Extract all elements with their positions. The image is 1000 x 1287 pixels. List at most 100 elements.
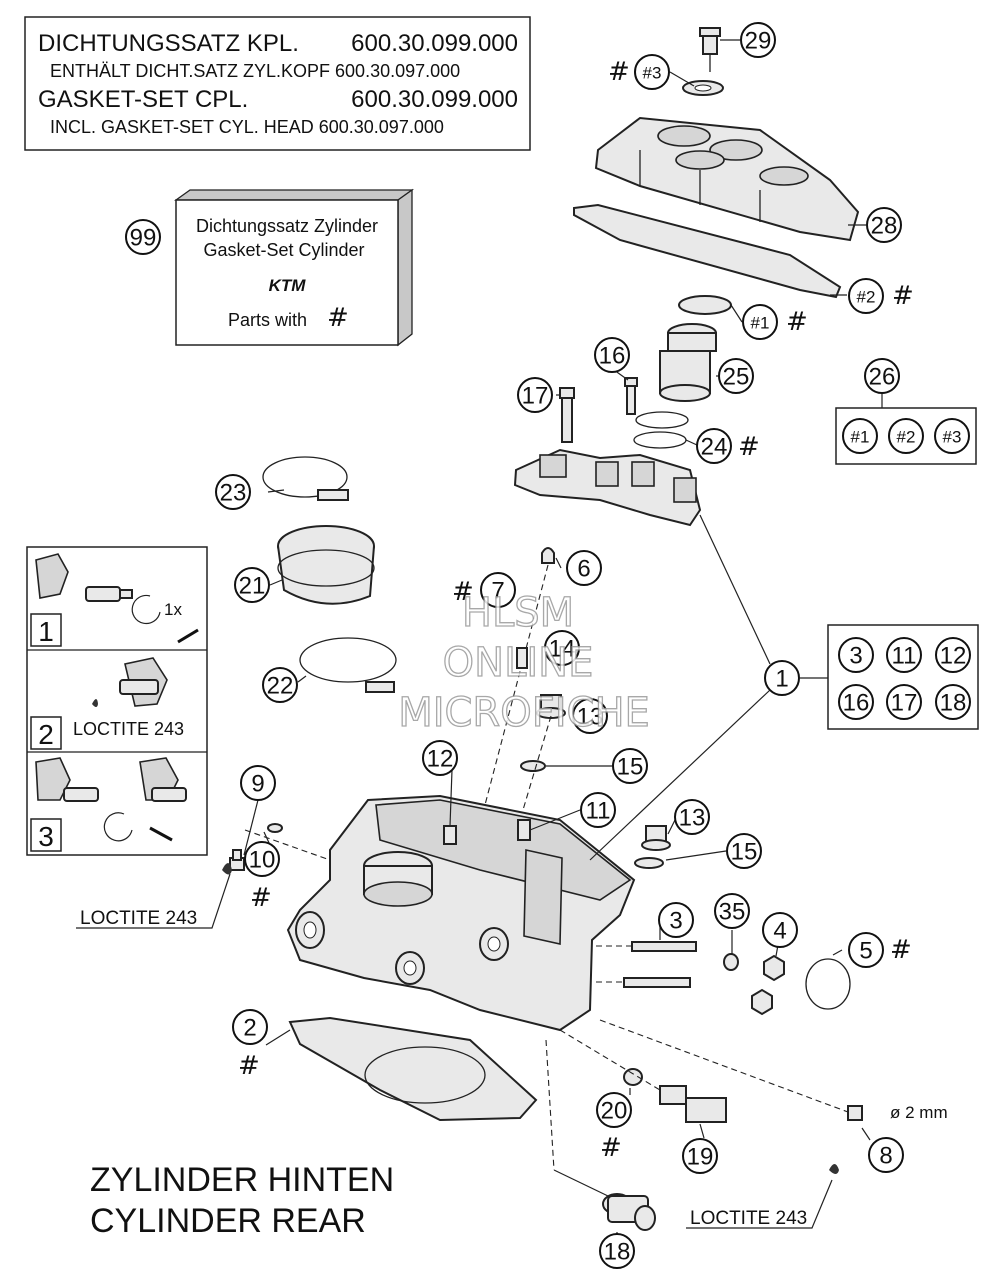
callout-19: 19 xyxy=(682,1138,718,1174)
plug-icon-1 xyxy=(85,586,121,602)
rotate-arrow-icon xyxy=(131,594,161,625)
gasket-line4: INCL. GASKET-SET CYL. HEAD 600.30.097.00… xyxy=(50,117,444,137)
hash-2: # xyxy=(892,281,914,311)
step-2-note: LOCTITE 243 xyxy=(73,719,184,739)
title-line1: ZYLINDER HINTEN xyxy=(90,1161,394,1199)
callout-15-right: 15 xyxy=(726,833,762,869)
svg-text:3: 3 xyxy=(849,643,862,670)
callout-6: 6 xyxy=(566,550,602,586)
callout-5: 5 xyxy=(848,932,884,968)
callout-group-12: 12 xyxy=(935,637,971,673)
svg-text:22: 22 xyxy=(267,673,294,700)
step-3-number: 3 xyxy=(38,821,54,852)
kit-line1: Dichtungssatz Zylinder xyxy=(196,216,378,236)
stud-3 xyxy=(623,941,697,988)
stud-14 xyxy=(516,647,528,669)
svg-text:18: 18 xyxy=(604,1239,631,1266)
step-1-note: 1x xyxy=(164,600,182,619)
nut-4b xyxy=(751,988,773,1016)
svg-text:11: 11 xyxy=(892,643,917,670)
plug-6 xyxy=(541,547,555,564)
plug-tube-25 xyxy=(659,323,717,402)
plug-8 xyxy=(847,1105,863,1121)
washer-20 xyxy=(623,1068,643,1086)
plug-icon-3b xyxy=(151,787,187,802)
svg-text:13: 13 xyxy=(679,805,706,832)
gasket-line1-left: DICHTUNGSSATZ KPL. xyxy=(38,30,299,57)
callout-8: 8 xyxy=(868,1137,904,1173)
cylinder-head xyxy=(286,794,636,1032)
callout-26: 26 xyxy=(864,358,900,394)
hash-2-gasket: # xyxy=(238,1051,260,1081)
svg-text:25: 25 xyxy=(723,364,750,391)
svg-text:12: 12 xyxy=(940,643,967,670)
callout-99: 99 xyxy=(125,219,161,255)
svg-text:2: 2 xyxy=(243,1015,256,1042)
step-2-number: 2 xyxy=(38,719,54,750)
svg-text:3: 3 xyxy=(669,908,682,935)
svg-text:#1: #1 xyxy=(751,314,770,333)
washer-10 xyxy=(267,823,283,833)
cover-gasket-2 xyxy=(573,203,842,299)
callout-24: 24 xyxy=(696,428,732,464)
gasket-line1-right: 600.30.099.000 xyxy=(351,30,518,57)
svg-text:16: 16 xyxy=(843,690,870,717)
svg-text:26: 26 xyxy=(869,364,896,391)
step-panel: 1 1x 2 LOCTITE 243 3 xyxy=(26,546,208,856)
svg-text:#3: #3 xyxy=(943,428,962,447)
svg-text:8: 8 xyxy=(879,1143,892,1170)
intake-rubber-21 xyxy=(277,525,375,605)
callout-14: 14 xyxy=(544,630,580,666)
kit-hash: # xyxy=(327,303,349,333)
washer-35 xyxy=(723,953,739,971)
svg-text:29: 29 xyxy=(745,28,772,55)
callout-group-17: 17 xyxy=(886,684,922,720)
callout-2-hash: #2 xyxy=(848,278,884,314)
callout-29: 29 xyxy=(740,22,776,58)
ktm-logo: KTM xyxy=(269,276,307,295)
callout-11: 11 xyxy=(580,792,616,828)
hose-clamp-23 xyxy=(262,456,349,501)
callout-16-top: 16 xyxy=(594,337,630,373)
svg-text:#3: #3 xyxy=(643,64,662,83)
gasket-line2: ENTHÄLT DICHT.SATZ ZYL.KOPF 600.30.097.0… xyxy=(50,61,460,81)
callout-kit-3: #3 xyxy=(934,418,970,454)
washer-15a xyxy=(520,760,546,772)
watermark-line2: ONLINE xyxy=(443,640,594,686)
callout-21: 21 xyxy=(234,567,270,603)
head-gasket-2 xyxy=(288,1016,538,1122)
loctite-left-label: LOCTITE 243 xyxy=(80,908,197,929)
callout-9: 9 xyxy=(240,765,276,801)
o-ring-24a xyxy=(635,411,689,429)
svg-text:20: 20 xyxy=(601,1098,628,1125)
callout-3: 3 xyxy=(658,902,694,938)
svg-text:#2: #2 xyxy=(897,428,916,447)
nut-13a xyxy=(536,694,566,719)
temp-sensor-19 xyxy=(659,1085,727,1123)
kit-parts-with: Parts with xyxy=(228,310,307,330)
watermark: HLSM ONLINE MICROFICHE xyxy=(398,589,651,736)
callout-1: 1 xyxy=(764,660,800,696)
svg-text:99: 99 xyxy=(130,225,157,252)
kit-box: Dichtungssatz Zylinder Gasket-Set Cylind… xyxy=(173,188,415,347)
callout-7: 7 xyxy=(480,572,516,608)
callout-22: 22 xyxy=(262,667,298,703)
svg-text:7: 7 xyxy=(491,578,504,605)
arrow-icon-1 xyxy=(177,628,199,644)
callout-1-hash: #1 xyxy=(742,304,778,340)
svg-text:5: 5 xyxy=(859,938,872,965)
drop-icon-right xyxy=(829,1164,839,1174)
svg-text:16: 16 xyxy=(599,343,626,370)
svg-text:9: 9 xyxy=(251,771,264,798)
callout-group-3: 3 xyxy=(838,637,874,673)
plug-icon-3a xyxy=(63,787,99,802)
callout-13-top: 13 xyxy=(572,698,608,734)
svg-text:19: 19 xyxy=(687,1144,714,1171)
watermark-line3: MICROFICHE xyxy=(398,690,650,736)
callout-15-top: 15 xyxy=(612,748,648,784)
gasket-line3-left: GASKET-SET CPL. xyxy=(38,86,248,113)
seal-ring-1 xyxy=(678,295,732,315)
hose-clamp-22 xyxy=(299,637,397,693)
title-line2: CYLINDER REAR xyxy=(90,1202,366,1240)
